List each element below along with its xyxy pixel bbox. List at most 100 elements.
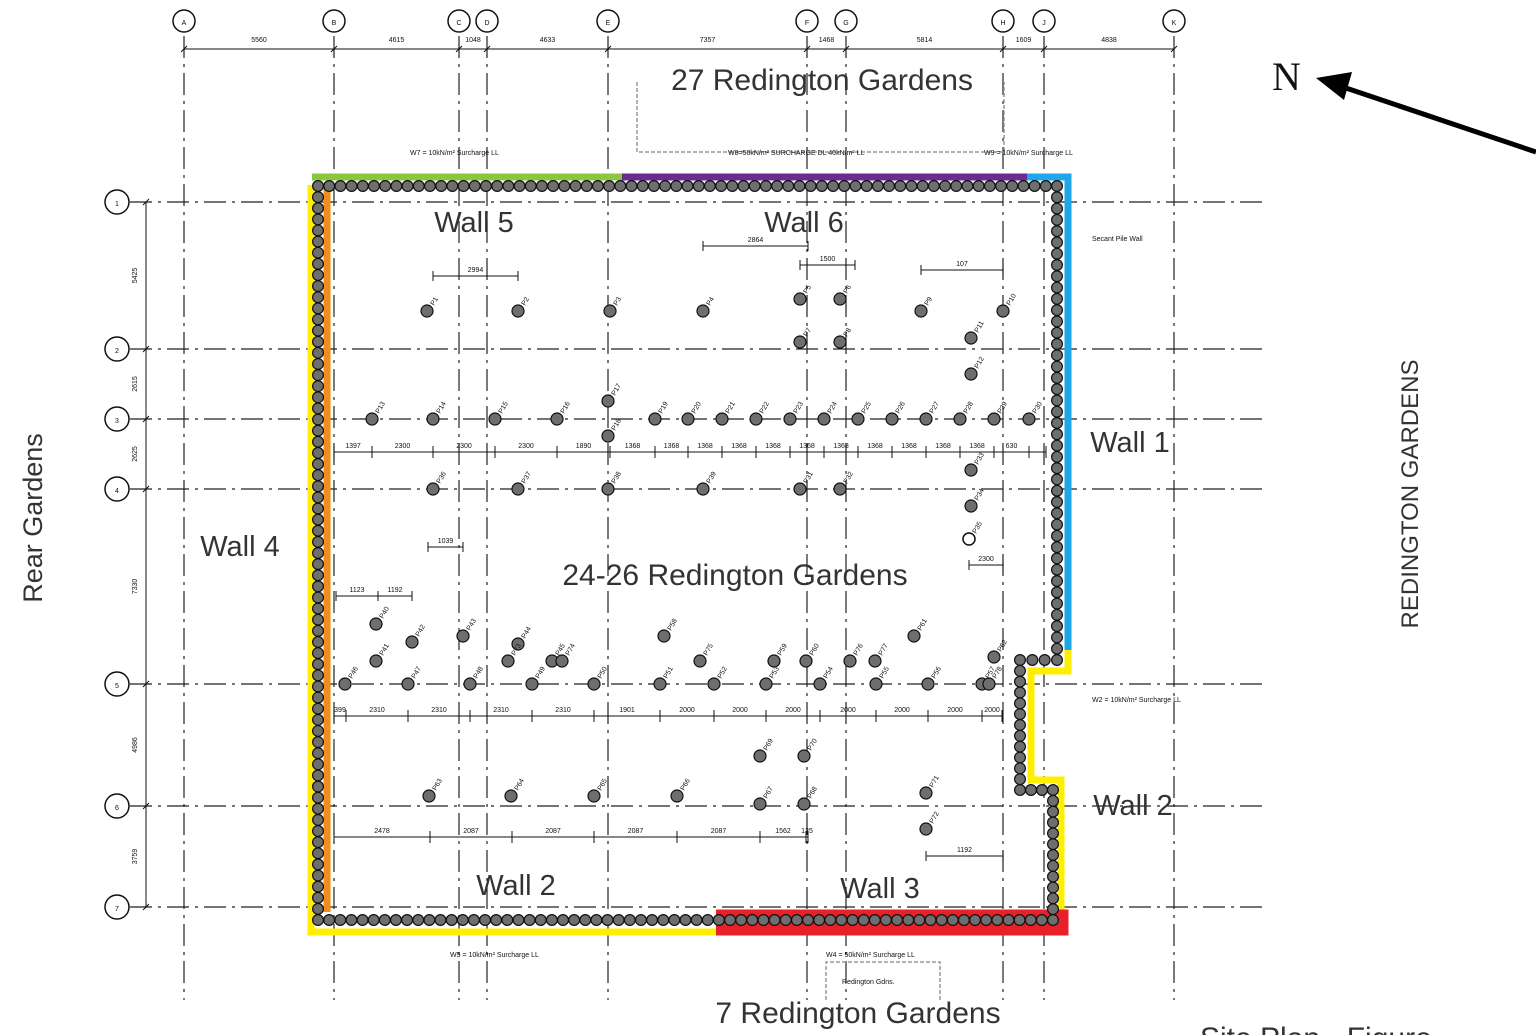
secant-pile — [523, 913, 536, 926]
secant-pile — [860, 180, 873, 193]
secant-pile — [612, 913, 625, 926]
secant-pile — [412, 180, 425, 193]
secant-pile — [1050, 428, 1063, 441]
pile-marker: P12 — [964, 356, 986, 381]
open-pile-marker — [962, 532, 976, 546]
secant-pile — [446, 180, 459, 193]
secant-pile — [512, 913, 525, 926]
svg-text:P56: P56 — [931, 666, 943, 680]
secant-pile — [1013, 708, 1026, 721]
pile-marker: P22 — [749, 401, 771, 426]
secant-pile — [312, 635, 325, 648]
row3-dimension: 1368 — [935, 443, 951, 450]
secant-pile — [902, 913, 915, 926]
svg-text:P59: P59 — [777, 643, 789, 657]
secant-pile — [312, 858, 325, 871]
secant-pile — [312, 791, 325, 804]
pile-marker: P43 — [456, 618, 478, 643]
secant-pile — [312, 268, 325, 281]
neighbor-7-outline — [825, 961, 941, 1000]
row3-dimension: 2300 — [518, 443, 534, 450]
secant-pile — [1050, 202, 1063, 215]
pile-marker: P27 — [919, 401, 941, 426]
secant-pile — [846, 913, 859, 926]
svg-text:P48: P48 — [473, 666, 485, 680]
row3-dimension: 1368 — [901, 443, 917, 450]
svg-text:P4: P4 — [706, 296, 716, 307]
secant-pile — [935, 913, 948, 926]
pile-marker: P31 — [793, 471, 815, 496]
left-dimension: 2615 — [132, 376, 139, 392]
surcharge-w8: W8=50kN/m² SURCHARGE DL 40kN/m² LL — [728, 150, 865, 157]
svg-text:P63: P63 — [432, 778, 444, 792]
row5-dimension: 1901 — [619, 707, 635, 714]
wall1-label: Wall 1 — [1090, 427, 1170, 459]
secant-pile — [646, 913, 659, 926]
secant-pile — [312, 613, 325, 626]
secant-pile — [312, 202, 325, 215]
wall5-label: Wall 5 — [434, 207, 514, 239]
secant-pile — [312, 847, 325, 860]
secant-pile — [312, 602, 325, 615]
wall-bands — [307, 173, 1072, 936]
secant-pile — [1050, 394, 1063, 407]
secant-pile — [535, 180, 548, 193]
pile-marker: P62 — [987, 639, 1009, 664]
secant-pile — [378, 913, 391, 926]
pile-marker: P18 — [601, 418, 623, 443]
row5-dimension: 2000 — [840, 707, 856, 714]
secant-pile — [356, 180, 369, 193]
top-dimension: 4615 — [389, 37, 405, 44]
secant-pile — [894, 180, 907, 193]
row6-dimension: 135 — [801, 828, 813, 835]
secant-pile — [312, 324, 325, 337]
grid-bubble-J: J — [1032, 9, 1056, 33]
pile-marker: P25 — [851, 401, 873, 426]
secant-pile — [657, 913, 670, 926]
secant-pile — [312, 413, 325, 426]
secant-pile — [701, 913, 714, 926]
secant-pile — [1046, 805, 1059, 818]
wall2-band-right — [1027, 650, 1072, 914]
secant-pile — [1006, 180, 1019, 193]
secant-pile — [1050, 620, 1063, 633]
secant-pile — [569, 180, 582, 193]
secant-pile — [759, 180, 772, 193]
secant-pile — [312, 502, 325, 515]
secant-pile — [579, 913, 592, 926]
secant-pile — [312, 624, 325, 637]
secant-pile — [1050, 518, 1063, 531]
grid-bubble-C: C — [447, 9, 471, 33]
svg-text:P35: P35 — [972, 521, 984, 535]
pile-marker: P14 — [426, 401, 448, 426]
secant-pile — [1046, 816, 1059, 829]
row3-dimension: 2300 — [456, 443, 472, 450]
svg-text:P46: P46 — [348, 666, 360, 680]
secant-pile — [312, 246, 325, 259]
secant-pile — [547, 180, 560, 193]
svg-text:E: E — [606, 20, 611, 27]
grid-bubble-D: D — [475, 9, 499, 33]
svg-text:J: J — [1042, 20, 1046, 27]
svg-text:D: D — [484, 20, 489, 27]
svg-text:P26: P26 — [895, 401, 907, 415]
wall1-band — [1027, 173, 1072, 650]
secant-pile — [312, 213, 325, 226]
pile-marker: P69 — [753, 738, 775, 763]
secant-pile — [782, 180, 795, 193]
secant-pile — [1046, 838, 1059, 851]
secant-pile — [435, 180, 448, 193]
wall6-label: Wall 6 — [764, 207, 844, 239]
secant-pile — [1035, 913, 1048, 926]
svg-text:P39: P39 — [706, 471, 718, 485]
redington-gardens-label: REDINGTON GARDENS — [1397, 360, 1424, 629]
secant-pile — [879, 913, 892, 926]
secant-pile — [1013, 783, 1026, 796]
secant-pile — [1050, 439, 1063, 452]
secant-pile — [1046, 913, 1059, 926]
secant-pile — [1013, 913, 1026, 926]
row3-dimension: 1368 — [833, 443, 849, 450]
secant-pile — [1017, 180, 1030, 193]
pile-marker: P66 — [670, 778, 692, 803]
